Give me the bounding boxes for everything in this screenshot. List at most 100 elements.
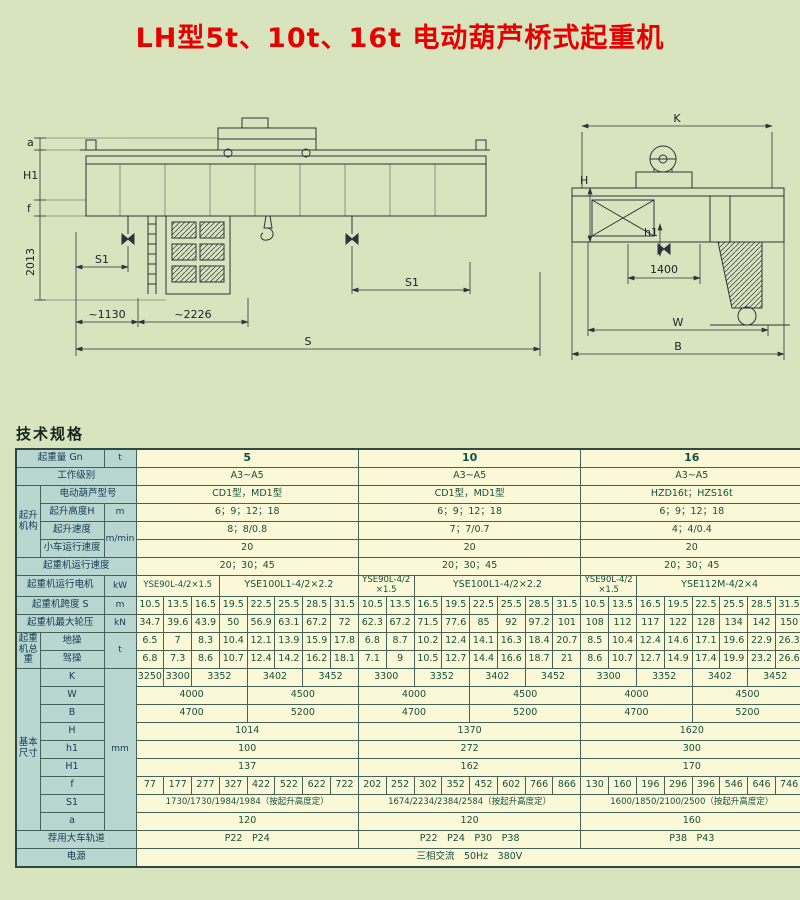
value-cell: A3~A5	[357, 467, 582, 486]
value-cell: 4000	[135, 685, 248, 705]
value-cell: 6；9；12；18	[357, 503, 582, 522]
unit-cell: m	[103, 595, 137, 615]
value-cell: 3402	[691, 667, 749, 687]
value-cell: 19.5	[663, 595, 693, 615]
value-cell: 252	[385, 775, 415, 795]
value-cell: 14.1	[469, 631, 498, 651]
value-cell: 28.5	[302, 595, 332, 615]
value-cell: 56.9	[246, 613, 276, 633]
row-label: 工作级别	[15, 467, 137, 486]
row-label: B	[39, 703, 105, 723]
dim-label-a: a	[27, 136, 34, 149]
dim-label-h1-lower: h1	[644, 226, 658, 239]
dim-label-s1-left: S1	[95, 253, 109, 266]
value-cell: 12.4	[441, 631, 471, 651]
value-cell: 3352	[191, 667, 248, 687]
value-cell: 18.4	[524, 631, 554, 651]
value-cell: 77	[135, 775, 165, 795]
value-cell: 12.7	[441, 649, 471, 669]
value-cell: 3452	[524, 667, 582, 687]
value-cell: 160	[608, 775, 637, 795]
value-cell: 746	[774, 775, 800, 795]
value-cell: 17.8	[330, 631, 359, 651]
value-cell: 19.6	[719, 631, 749, 651]
value-cell: 6.8	[135, 649, 165, 669]
value-cell: 142	[747, 613, 776, 633]
value-cell: YSE112M-4/2×4	[635, 575, 800, 597]
value-cell: 14.4	[469, 649, 498, 669]
value-cell: 7	[163, 631, 193, 651]
value-cell: 10.4	[608, 631, 637, 651]
value-cell: 137	[135, 757, 359, 777]
value-cell: 20	[580, 539, 800, 558]
value-cell: 396	[691, 775, 721, 795]
value-cell: 97.2	[524, 613, 554, 633]
value-cell: 302	[413, 775, 443, 795]
value-cell: 130	[580, 775, 610, 795]
value-cell: 300	[580, 739, 800, 759]
value-cell: 31.5	[330, 595, 359, 615]
value-cell: 160	[580, 811, 800, 831]
value-cell: 50	[218, 613, 248, 633]
value-cell: 1014	[135, 721, 359, 741]
value-cell: CD1型，MD1型	[135, 485, 359, 504]
value-cell: 4700	[580, 703, 693, 723]
value-cell: 10.7	[608, 649, 637, 669]
row-label: 起重量 Gn	[15, 448, 105, 468]
value-cell: 108	[580, 613, 610, 633]
value-cell: 12.4	[246, 649, 276, 669]
column-header: 5	[135, 448, 359, 468]
value-cell: P22 P24	[135, 829, 359, 849]
value-cell: 14.9	[663, 649, 693, 669]
value-cell: P22 P24 P30 P38	[357, 829, 582, 849]
value-cell: 20；30；45	[135, 557, 359, 576]
value-cell: 3402	[246, 667, 304, 687]
value-cell: 10.5	[135, 595, 165, 615]
row-label: 电动葫芦型号	[39, 485, 137, 504]
value-cell: 22.5	[691, 595, 721, 615]
dim-label-span-s: S	[305, 335, 312, 348]
value-cell: HZD16t；HZS16t	[580, 485, 800, 504]
value-cell: 22.5	[246, 595, 276, 615]
value-cell: 1730/1730/1984/1984（按起升高度定）	[135, 793, 359, 813]
value-cell: 3300	[580, 667, 637, 687]
value-cell: 43.9	[191, 613, 220, 633]
value-cell: 20.7	[552, 631, 582, 651]
value-cell: 10.4	[218, 631, 248, 651]
value-cell: YSE100L1-4/2×2.2	[413, 575, 582, 597]
value-cell: 866	[552, 775, 582, 795]
value-cell: 72	[330, 613, 359, 633]
value-cell: 170	[580, 757, 800, 777]
value-cell: 100	[135, 739, 359, 759]
centerline-symbols	[121, 216, 359, 246]
value-cell: YSE90L-4/2×1.5	[580, 575, 637, 597]
value-cell: 13.5	[163, 595, 193, 615]
end-dimension-lines	[571, 123, 785, 360]
page-title: LH型5t、10t、16t 电动葫芦桥式起重机	[135, 23, 665, 54]
dim-label-1400: 1400	[650, 263, 678, 276]
value-cell: 16.5	[413, 595, 443, 615]
unit-cell: mm	[103, 667, 137, 831]
value-cell: 6.8	[357, 631, 387, 651]
value-cell: 4700	[135, 703, 248, 723]
dim-label-1130: ~1130	[88, 308, 125, 321]
unit-cell: t	[103, 631, 137, 669]
value-cell: 20	[357, 539, 582, 558]
value-cell: 20；30；45	[357, 557, 582, 576]
table-row: 电源三相交流 50Hz 380V	[15, 847, 800, 868]
value-cell: 3452	[302, 667, 359, 687]
row-label: h1	[39, 739, 105, 759]
value-cell: 16.3	[496, 631, 526, 651]
value-cell: 19.5	[441, 595, 471, 615]
row-label: W	[39, 685, 105, 705]
value-cell: 3250	[135, 667, 165, 687]
value-cell: 422	[246, 775, 276, 795]
